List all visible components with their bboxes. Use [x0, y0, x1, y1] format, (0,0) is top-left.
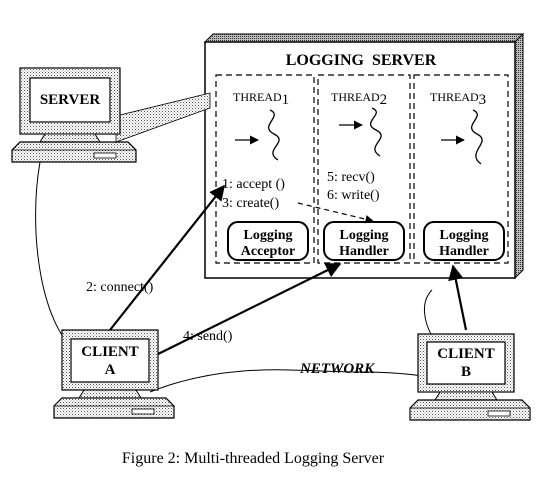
op-create: 3: create() — [222, 196, 279, 211]
logging-acceptor-line2: Acceptor — [241, 244, 295, 259]
server-computer — [11, 67, 137, 163]
thread-column-1 — [215, 74, 315, 264]
thread-label-3: THREAD3 — [430, 90, 486, 108]
logging-handler-2-line2: Handler — [339, 244, 389, 259]
op-write: 6: write() — [327, 188, 380, 203]
network-cable-handler3 — [424, 289, 433, 337]
op-accept: 1: accept () — [222, 177, 285, 192]
connect-arrow — [109, 184, 225, 331]
client-b-arrow — [448, 264, 468, 331]
client-a-computer — [53, 329, 175, 419]
send-arrow — [149, 263, 342, 359]
thread-column-2 — [317, 74, 411, 264]
create-arrow — [297, 202, 374, 224]
network-label: NETWORK — [299, 361, 375, 377]
client-b-computer — [409, 333, 531, 421]
client-a-label-line1: CLIENT — [81, 344, 139, 360]
logging-handler-3-line1: Logging — [439, 228, 488, 243]
figure-caption: Figure 2: Multi-threaded Logging Server — [122, 450, 385, 467]
send-label: 4: send() — [183, 329, 233, 344]
client-b-label-line2: B — [461, 364, 471, 380]
logging-acceptor-box — [227, 221, 309, 261]
thread-icon-1 — [235, 109, 280, 161]
logging-acceptor-line1: Logging — [243, 228, 292, 243]
network-cable-server — [35, 161, 83, 357]
thread-icon-2 — [339, 107, 382, 157]
thread-label-1: THREAD1 — [233, 90, 289, 108]
thread-label-2: THREAD2 — [331, 90, 387, 108]
server-computer-label: SERVER — [40, 92, 100, 108]
op-recv: 5: recv() — [327, 170, 375, 185]
logging-handler-3-box — [423, 221, 505, 261]
logging-handler-2-box — [323, 221, 405, 261]
server-projection — [115, 92, 211, 143]
connect-label: 2: connect() — [86, 280, 154, 295]
logging-handler-3-line2: Handler — [439, 244, 489, 259]
client-a-label-line2: A — [105, 362, 116, 378]
logging-server-title: LOGGING SERVER — [286, 52, 437, 69]
thread-column-3 — [413, 74, 509, 264]
thread-icon-3 — [441, 109, 483, 165]
logging-handler-2-line1: Logging — [339, 228, 388, 243]
client-b-label-line1: CLIENT — [437, 346, 495, 362]
